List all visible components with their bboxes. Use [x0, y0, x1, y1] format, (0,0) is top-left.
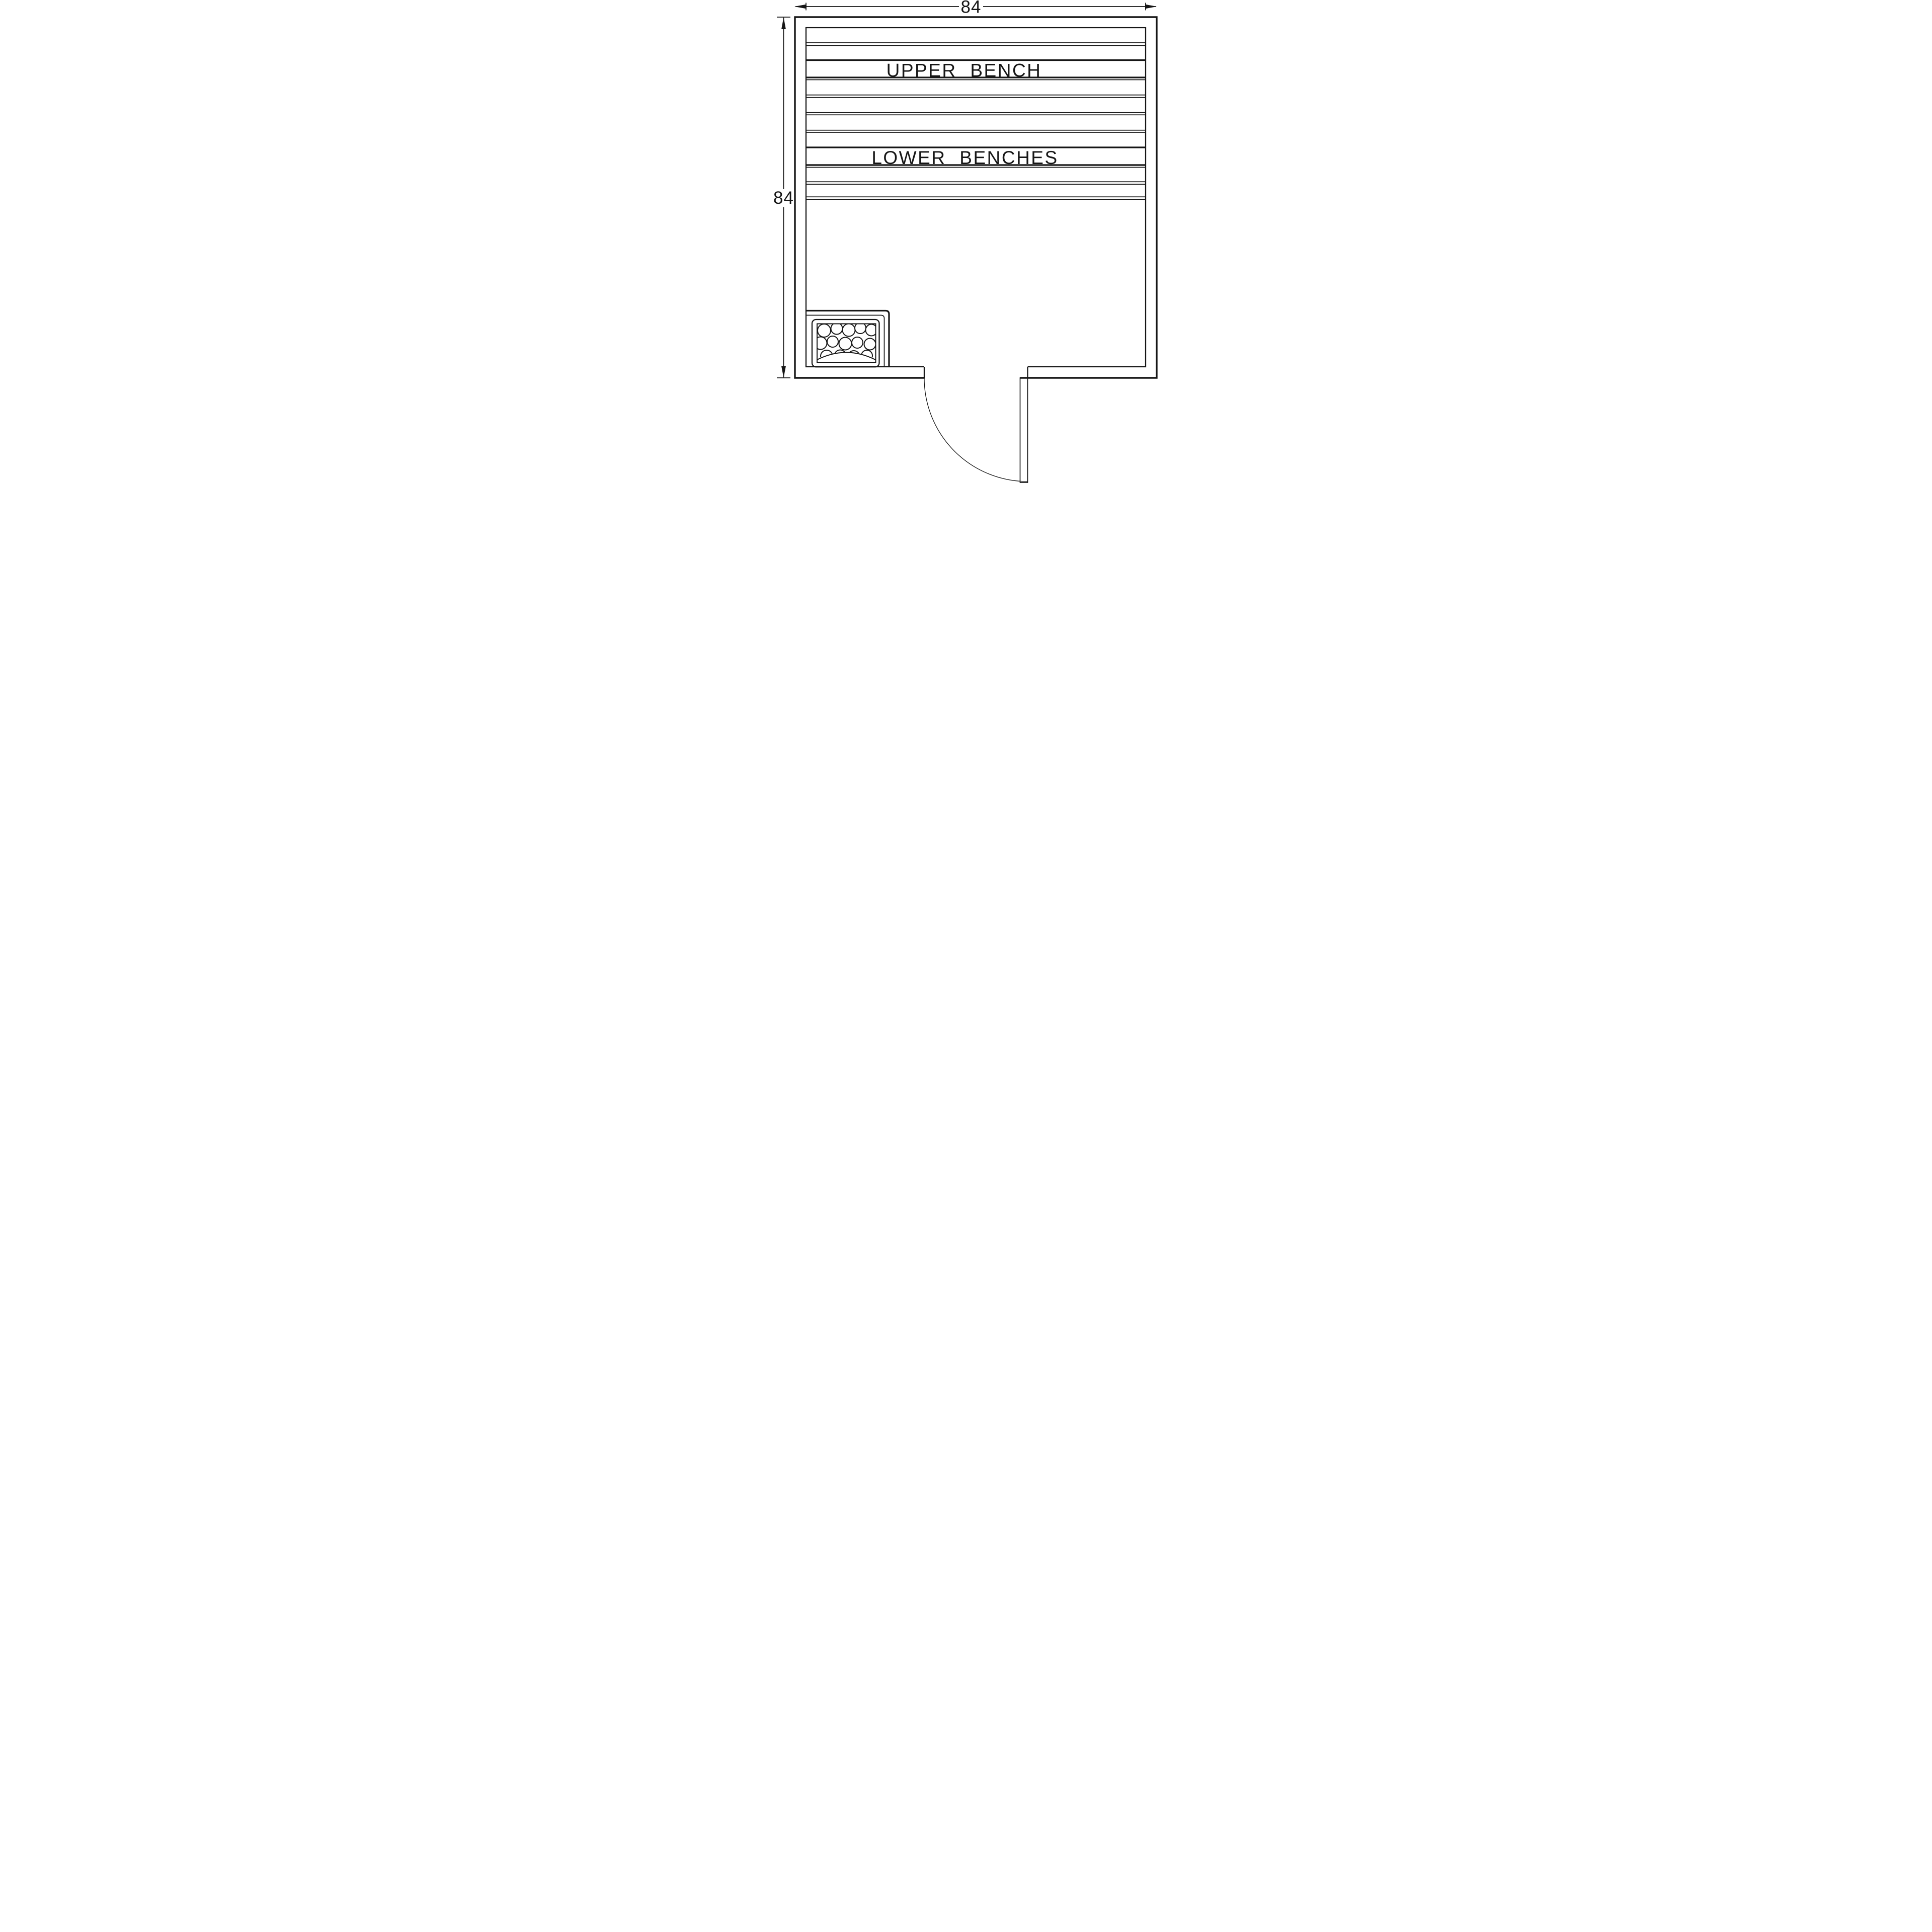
heater-guard-inner-line: [806, 314, 885, 366]
arrow-up-icon: [781, 17, 786, 29]
dimension-top: 84: [794, 0, 1157, 17]
rock: [830, 324, 843, 335]
lower-bench-area: LOWER BENCHES: [806, 146, 1146, 200]
heater-guard-outer-line: [806, 309, 890, 366]
rock: [817, 336, 828, 350]
outer-wall-line: [794, 16, 1158, 379]
rock: [817, 324, 831, 338]
sauna-rocks: [817, 324, 876, 363]
sauna-floor-plan-drawing: 84 84 UPPER BENCH LOWER BENCHES: [773, 0, 1158, 483]
arrow-right-icon: [1145, 4, 1157, 9]
door-swing-arc: [924, 378, 1028, 482]
door: [923, 367, 1028, 483]
rock: [851, 337, 863, 349]
rock: [838, 337, 852, 351]
heater-icon: [811, 318, 880, 368]
heater-outer-frame: [811, 318, 880, 368]
door-leaf: [1019, 377, 1028, 483]
rock: [827, 336, 839, 348]
dimension-left-value: 84: [773, 188, 794, 208]
dimension-top-value: 84: [961, 0, 982, 17]
heater-inner-frame: [817, 323, 876, 363]
rock: [842, 324, 856, 337]
floor-plan-canvas: 84 84 UPPER BENCH LOWER BENCHES: [725, 0, 1208, 483]
arrow-left-icon: [794, 4, 807, 9]
upper-bench-area: UPPER BENCH: [806, 42, 1146, 133]
arrow-down-icon: [781, 366, 786, 378]
rock-pile-front-edge: [817, 352, 876, 360]
heater-guard-rails: [806, 309, 890, 366]
rock: [863, 338, 876, 351]
dimension-left: 84: [773, 17, 794, 378]
